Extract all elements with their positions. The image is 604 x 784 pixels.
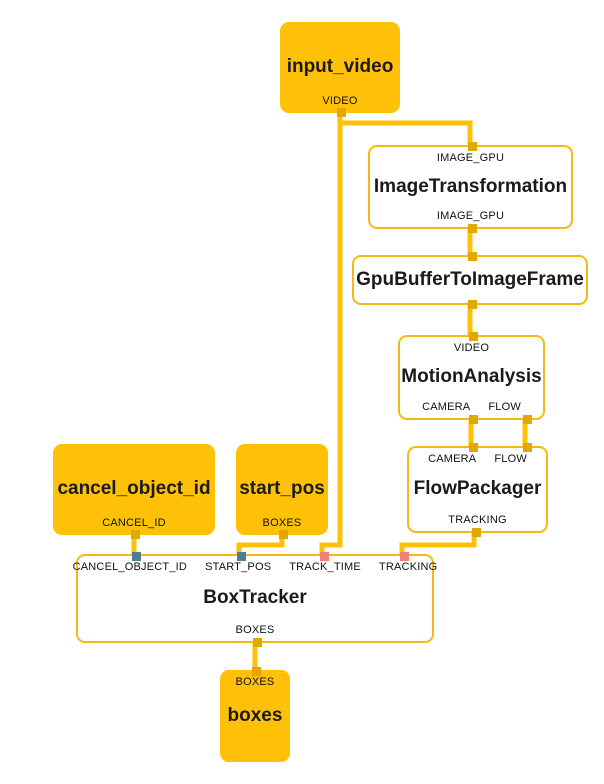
port-label-start_pos-in[interactable]: START_POS	[205, 561, 272, 573]
output-ports-box_tracker: BOXES	[78, 624, 432, 636]
output-ports-start_pos: BOXES	[237, 517, 327, 529]
port-motion_analysis-video-in[interactable]	[468, 331, 478, 341]
port-gpu_buffer_to_image_frame-out[interactable]	[467, 299, 477, 309]
port-label-boxes-out-startpos[interactable]: BOXES	[262, 517, 302, 529]
port-label-boxes-in[interactable]: BOXES	[235, 676, 275, 688]
port-input_video-video-out[interactable]	[336, 107, 346, 117]
port-label-video-in[interactable]: VIDEO	[453, 342, 490, 354]
port-flow_packager-tracking-out[interactable]	[471, 527, 481, 537]
port-label-tracking-in[interactable]: TRACKING	[378, 561, 438, 573]
port-label-boxes-out-boxtracker[interactable]: BOXES	[235, 624, 275, 636]
port-box_tracker-boxes-out[interactable]	[252, 637, 262, 647]
port-gpu_buffer_to_image_frame-in[interactable]	[467, 251, 477, 261]
node-input_video[interactable]: input_video VIDEO	[280, 22, 400, 117]
node-title-cancel_object_id: cancel_object_id	[57, 478, 211, 500]
output-ports-cancel_object_id: CANCEL_ID	[54, 517, 214, 529]
port-flow_packager-flow-in[interactable]	[522, 442, 532, 452]
port-label-camera-out[interactable]: CAMERA	[422, 401, 471, 413]
node-motion_analysis[interactable]: MotionAnalysis VIDEO CAMERA FLOW	[398, 331, 545, 424]
port-label-flow-in[interactable]: FLOW	[494, 453, 527, 465]
node-boxes[interactable]: boxes BOXES	[220, 666, 290, 762]
node-title-gpu_buffer_to_image_frame: GpuBufferToImageFrame	[356, 268, 584, 290]
node-title-box_tracker: BoxTracker	[203, 587, 307, 609]
node-box_tracker[interactable]: BoxTracker CANCEL_OBJECT_ID START_POS TR…	[73, 551, 438, 647]
node-title-flow_packager: FlowPackager	[413, 478, 542, 500]
port-image_transformation-image_gpu-out[interactable]	[467, 223, 477, 233]
node-title-motion_analysis: MotionAnalysis	[401, 366, 542, 388]
port-label-tracking-out[interactable]: TRACKING	[448, 514, 507, 526]
output-ports-image_transformation: IMAGE_GPU	[370, 210, 571, 222]
port-boxes-boxes-in[interactable]	[251, 666, 261, 676]
port-label-image_gpu-out[interactable]: IMAGE_GPU	[436, 210, 505, 222]
port-label-cancel_id[interactable]: CANCEL_ID	[102, 517, 166, 529]
input-ports-motion_analysis: VIDEO	[400, 342, 543, 354]
edge-flow_packager-to-box_tracker-tracking	[399, 533, 477, 556]
node-image_transformation[interactable]: ImageTransformation IMAGE_GPU IMAGE_GPU	[368, 141, 573, 233]
edge-input_video-to-image_transformation	[337, 113, 473, 145]
port-label-image_gpu-in[interactable]: IMAGE_GPU	[436, 152, 505, 164]
port-motion_analysis-camera-out[interactable]	[468, 414, 478, 424]
port-image_transformation-image_gpu-in[interactable]	[467, 141, 477, 151]
input-ports-flow_packager: CAMERA FLOW	[409, 453, 546, 465]
port-label-track_time-in[interactable]: TRACK_TIME	[289, 561, 361, 573]
port-box_tracker-start_pos-in[interactable]	[236, 551, 246, 561]
output-ports-flow_packager: TRACKING	[409, 514, 546, 526]
port-box_tracker-tracking-in[interactable]	[399, 551, 409, 561]
port-flow_packager-camera-in[interactable]	[468, 442, 478, 452]
port-label-flow-out[interactable]: FLOW	[488, 401, 521, 413]
node-start_pos[interactable]: start_pos BOXES	[236, 444, 328, 539]
input-ports-box_tracker: CANCEL_OBJECT_ID START_POS TRACK_TIME TR…	[73, 561, 438, 573]
node-title-input_video: input_video	[286, 56, 394, 78]
port-cancel_object_id-cancel_id-out[interactable]	[130, 529, 140, 539]
input-ports-image_transformation: IMAGE_GPU	[370, 152, 571, 164]
port-motion_analysis-flow-out[interactable]	[522, 414, 532, 424]
port-box_tracker-cancel_object_id-in[interactable]	[131, 551, 141, 561]
port-box_tracker-track_time-in[interactable]	[319, 551, 329, 561]
port-label-cancel_object_id-in[interactable]: CANCEL_OBJECT_ID	[72, 561, 188, 573]
node-cancel_object_id[interactable]: cancel_object_id CANCEL_ID	[53, 444, 215, 539]
output-ports-input_video: VIDEO	[281, 95, 399, 107]
input-ports-boxes: BOXES	[221, 676, 289, 688]
node-title-start_pos: start_pos	[239, 478, 325, 500]
node-title-boxes: boxes	[227, 704, 283, 726]
output-ports-motion_analysis: CAMERA FLOW	[400, 401, 543, 413]
node-gpu_buffer_to_image_frame[interactable]: GpuBufferToImageFrame	[352, 251, 588, 309]
port-label-video[interactable]: VIDEO	[322, 95, 358, 107]
port-label-camera-in[interactable]: CAMERA	[428, 453, 477, 465]
node-flow_packager[interactable]: FlowPackager CAMERA FLOW TRACKING	[407, 442, 548, 537]
node-title-image_transformation: ImageTransformation	[373, 175, 568, 197]
port-start_pos-boxes-out[interactable]	[278, 529, 288, 539]
